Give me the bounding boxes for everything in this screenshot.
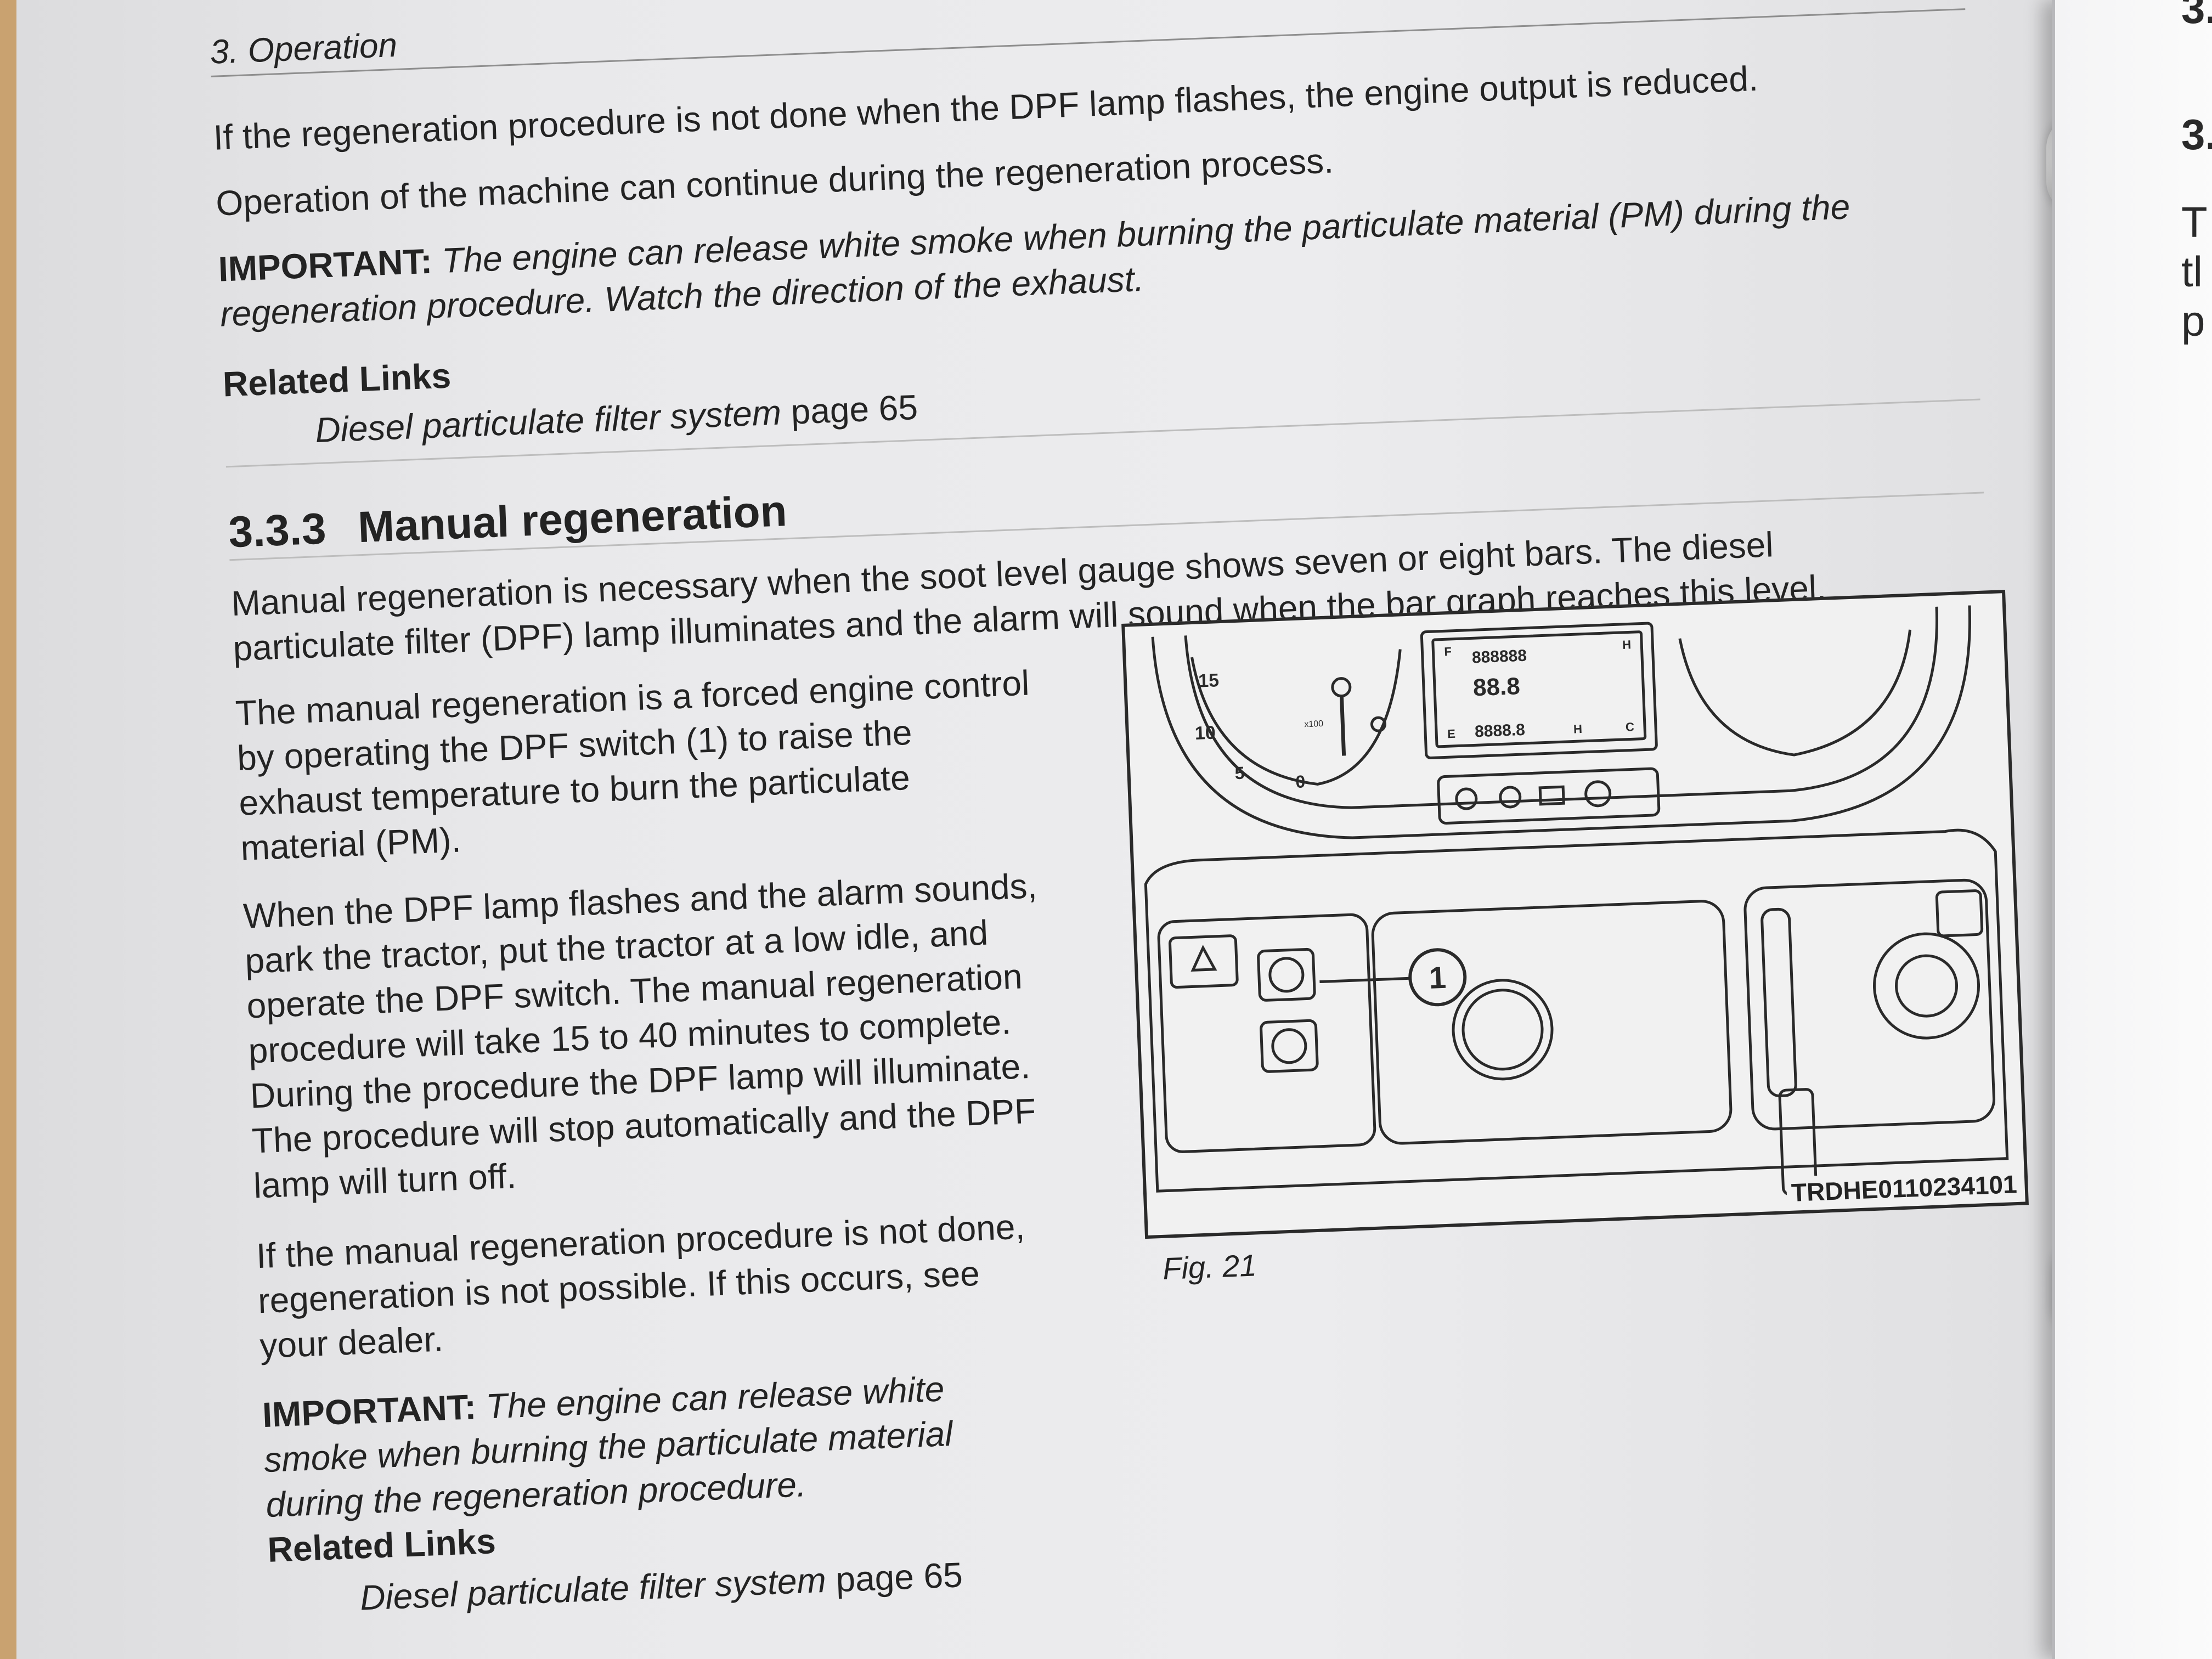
callout-1-number: 1: [1429, 960, 1447, 995]
right-gauge: [1678, 629, 1912, 757]
tachometer-gauge: [1190, 649, 1402, 786]
important-label: IMPORTANT:: [217, 241, 433, 289]
tach-unit-label: x100: [1304, 719, 1323, 729]
adjacent-page-edge: 3. 3. T tl p: [2052, 0, 2212, 1659]
related-links-heading: Related Links: [267, 1521, 496, 1570]
manual-page: 3. Operation If the regeneration procedu…: [16, 0, 2156, 1659]
indicator-lamp-2-icon: [1499, 786, 1522, 809]
running-header: 3. Operation: [209, 26, 398, 71]
right-control-panel: [1743, 878, 1996, 1131]
center-console-recess: [1371, 900, 1733, 1145]
figure-21-dashboard-diagram: 15 10 5 0 x100 F E 888888 88.8 8888.8 H …: [1121, 590, 2029, 1239]
dpf-switch-icon: [1268, 957, 1305, 993]
parking-brake-indicator-icon: [1584, 780, 1612, 808]
console-outline: [1144, 828, 2009, 1193]
lcd-fuel-empty-label: E: [1447, 727, 1456, 741]
lcd-fuel-full-label: F: [1444, 645, 1452, 658]
tach-label-0: 0: [1295, 771, 1306, 792]
page-content: 3. Operation If the regeneration procedu…: [208, 0, 2029, 1618]
para1-line4: material (PM).: [240, 820, 462, 868]
cup-holder: [1452, 979, 1554, 1081]
hazard-switch-icon: [1169, 934, 1239, 989]
oil-warning-icon: [1370, 716, 1386, 732]
lcd-temp-hot-label: H: [1622, 637, 1632, 652]
key-switch-bezel: [1873, 932, 1980, 1040]
related-link-page: page 65: [790, 387, 919, 432]
adjacent-page-fragment-4: tl: [2181, 247, 2203, 296]
lcd-display-frame: [1420, 622, 1658, 759]
lcd-display-screen: [1431, 630, 1647, 748]
section-title: 3.3.3 Manual regeneration: [228, 486, 788, 557]
indicator-panel: [1437, 767, 1661, 825]
lcd-hour-unit: H: [1573, 722, 1583, 736]
callout-leader-line: [1319, 977, 1410, 984]
adjacent-page-fragment-5: p: [2181, 297, 2205, 345]
switch-panel: [1157, 913, 1376, 1153]
tachometer-needle-hub: [1331, 677, 1352, 698]
throttle-lever-slot: [1760, 907, 1797, 1098]
related-link-text: Diesel particulate filter system: [314, 392, 782, 450]
lcd-digits-top: 888888: [1471, 647, 1527, 667]
lower-switch-button: [1260, 1019, 1319, 1073]
important-label: IMPORTANT:: [261, 1387, 477, 1435]
intro-line-top: If the regeneration procedure is not don…: [212, 58, 1759, 157]
cluster-hood-outline: [1151, 605, 1972, 839]
dashboard-line-drawing: 15 10 5 0 x100 F E 888888 88.8 8888.8 H …: [1144, 605, 2009, 1196]
related-links-heading: Related Links: [222, 356, 452, 404]
battery-indicator-icon: [1538, 785, 1565, 806]
tachometer-needle: [1339, 695, 1346, 756]
cup-holder-inner: [1462, 989, 1544, 1071]
lcd-temp-cold-label: C: [1626, 720, 1635, 734]
cluster-hood-inner: [1184, 606, 1938, 809]
tach-label-5: 5: [1234, 763, 1245, 783]
hazard-triangle-icon: [1190, 945, 1217, 972]
lcd-digits-mid: 88.8: [1472, 673, 1520, 701]
para2-line7: lamp will turn off.: [252, 1156, 517, 1206]
adjacent-page-fragment-1: 3.: [2181, 0, 2212, 32]
adjacent-page-fragment-2: 3.: [2181, 110, 2212, 159]
related-link-page: page 65: [835, 1555, 964, 1600]
tach-label-15: 15: [1198, 670, 1219, 691]
section-number: 3.3.3: [227, 504, 328, 557]
key-switch: [1895, 954, 1959, 1018]
dpf-switch-button: [1257, 947, 1316, 1002]
adjacent-page-fragment-3: T: [2181, 198, 2208, 246]
callout-1-circle: [1408, 948, 1467, 1007]
related-link-text: Diesel particulate filter system: [359, 1560, 827, 1618]
indicator-lamp-1-icon: [1455, 787, 1478, 810]
para3-line3: your dealer.: [259, 1319, 444, 1366]
tach-label-10: 10: [1194, 723, 1216, 744]
right-upper-switch: [1935, 889, 1984, 938]
figure-caption: Fig. 21: [1162, 1248, 1257, 1286]
lower-switch-icon: [1271, 1028, 1307, 1064]
lcd-digits-bottom: 8888.8: [1475, 721, 1526, 741]
